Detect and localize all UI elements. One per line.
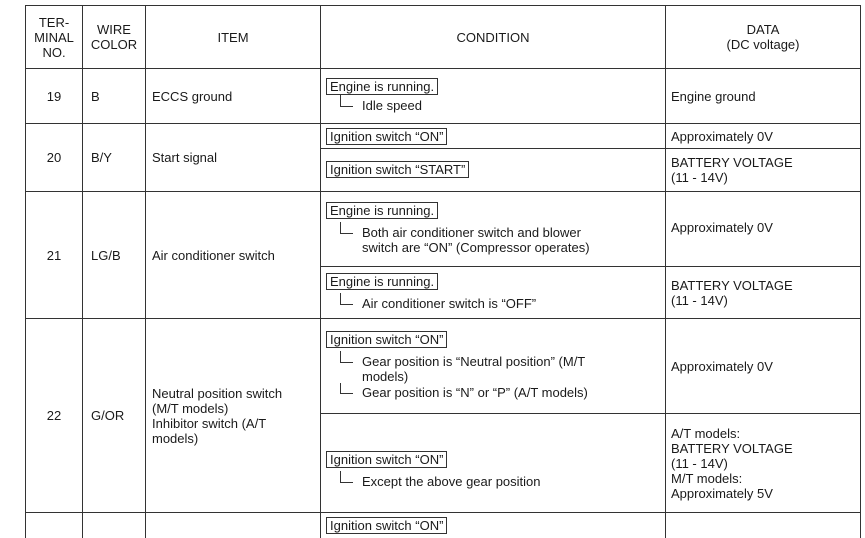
condition-box: Ignition switch “ON” [326, 517, 447, 534]
data-value: A/T models: BATTERY VOLTAGE (11 - 14V) M… [666, 414, 861, 513]
condition-cell: Ignition switch “ON” [321, 513, 666, 538]
data-value [666, 513, 861, 538]
header-wire-color: WIRE COLOR [83, 6, 146, 69]
table-row-21: 21 LG/B Air conditioner switch Engine is… [26, 192, 861, 267]
table-row-20: 20 B/Y Start signal Ignition switch “ON”… [26, 124, 861, 149]
item: Air conditioner switch [146, 192, 321, 319]
item: ECCS ground [146, 69, 321, 124]
table-row-partial: Ignition switch “ON” [26, 513, 861, 538]
condition-sub: Both air conditioner switch and blower s… [326, 225, 659, 255]
condition-sub: Idle speed [326, 98, 659, 113]
item [146, 513, 321, 538]
condition-cell: Ignition switch “ON” Except the above ge… [321, 414, 666, 513]
terminal-no: 20 [26, 124, 83, 192]
terminal-no [26, 513, 83, 538]
table-row-19: 19 B ECCS ground Engine is running. Idle… [26, 69, 861, 124]
condition-cell: Ignition switch “START” [321, 149, 666, 192]
condition-box: Ignition switch “START” [326, 161, 469, 178]
terminal-data-table: TER- MINAL NO. WIRE COLOR ITEM CONDITION… [25, 5, 861, 538]
wire-color: LG/B [83, 192, 146, 319]
table-row-22: 22 G/OR Neutral position switch (M/T mod… [26, 319, 861, 414]
terminal-no: 22 [26, 319, 83, 513]
terminal-no: 21 [26, 192, 83, 319]
condition-box: Engine is running. [326, 202, 438, 219]
condition-cell: Ignition switch “ON” Gear position is “N… [321, 319, 666, 414]
condition-sub: Gear position is “N” or “P” (A/T models) [326, 385, 659, 400]
data-value: BATTERY VOLTAGE (11 - 14V) [666, 149, 861, 192]
data-value: Approximately 0V [666, 319, 861, 414]
condition-box: Ignition switch “ON” [326, 331, 447, 348]
wire-color: B [83, 69, 146, 124]
header-data: DATA (DC voltage) [666, 6, 861, 69]
condition-box: Engine is running. [326, 78, 438, 95]
condition-box: Ignition switch “ON” [326, 451, 447, 468]
condition-cell: Engine is running. Air conditioner switc… [321, 267, 666, 319]
header-item: ITEM [146, 6, 321, 69]
wire-color [83, 513, 146, 538]
condition-sub: Except the above gear position [326, 474, 659, 489]
wire-color: B/Y [83, 124, 146, 192]
header-row: TER- MINAL NO. WIRE COLOR ITEM CONDITION… [26, 6, 861, 69]
data-value: Approximately 0V [666, 192, 861, 267]
data-value: BATTERY VOLTAGE (11 - 14V) [666, 267, 861, 319]
condition-cell: Engine is running. Both air conditioner … [321, 192, 666, 267]
header-terminal-no: TER- MINAL NO. [26, 6, 83, 69]
condition-cell: Ignition switch “ON” [321, 124, 666, 149]
wire-color: G/OR [83, 319, 146, 513]
condition-sub: Air conditioner switch is “OFF” [326, 296, 659, 311]
data-value: Approximately 0V [666, 124, 861, 149]
item: Neutral position switch (M/T models) Inh… [146, 319, 321, 513]
header-condition: CONDITION [321, 6, 666, 69]
item: Start signal [146, 124, 321, 192]
condition-sub: Gear position is “Neutral position” (M/T… [326, 354, 659, 384]
terminal-no: 19 [26, 69, 83, 124]
condition-cell: Engine is running. Idle speed [321, 69, 666, 124]
data-value: Engine ground [666, 69, 861, 124]
condition-box: Ignition switch “ON” [326, 128, 447, 145]
condition-box: Engine is running. [326, 273, 438, 290]
